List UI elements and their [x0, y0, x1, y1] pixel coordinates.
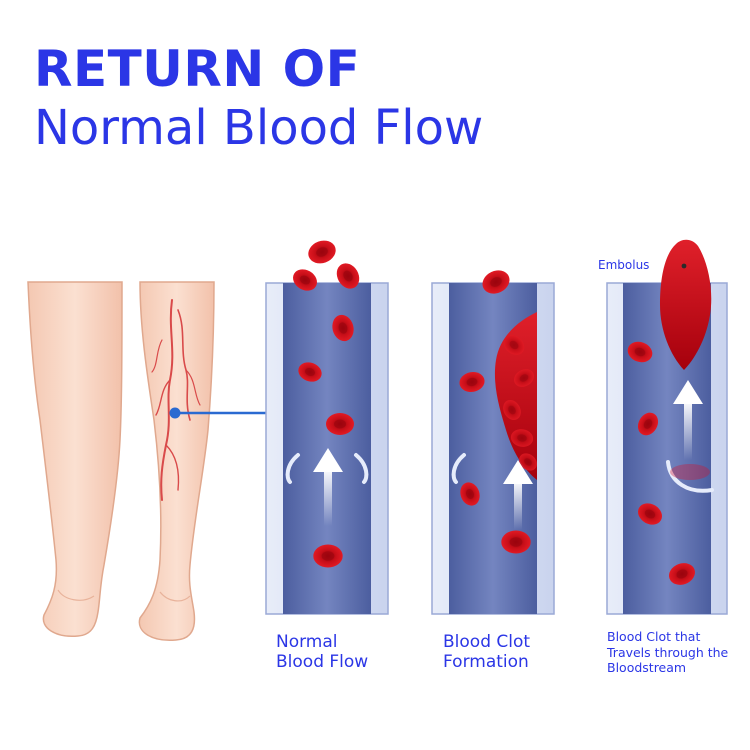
leg-pair-illustration: [27, 281, 268, 641]
caption-line: Blood Clot that: [607, 629, 701, 644]
caption-line: Bloodstream: [607, 660, 687, 676]
title-line-2: Normal Blood Flow: [34, 100, 484, 156]
caption-line: Blood Flow: [276, 652, 369, 673]
caption-blood-clot-formation: Blood Clot Formation: [443, 632, 530, 672]
vein-panel-normal: [265, 236, 389, 615]
caption-normal-blood-flow: Normal Blood Flow: [276, 632, 368, 672]
left-leg: [27, 281, 123, 637]
vein-panel-embolus: [606, 239, 728, 615]
vein-panel-clot: [431, 266, 555, 615]
right-leg: [138, 281, 215, 641]
flow-arrow-icon: [673, 380, 703, 460]
flow-arrow-icon: [313, 448, 343, 526]
embolus-icon: [660, 239, 712, 370]
title-line-1: RETURN OF: [34, 40, 361, 98]
caption-line: Blood Clot: [443, 632, 531, 652]
varicose-veins: [151, 299, 201, 501]
flow-arrow-icon: [503, 460, 533, 530]
vein-valve-icon: [285, 453, 300, 484]
caption-line: Formation: [443, 652, 529, 673]
caption-line: Normal: [276, 632, 338, 652]
caption-clot-travels: Blood Clot that Travels through the Bloo…: [607, 629, 728, 676]
caption-line: Travels through the: [607, 644, 729, 660]
embolus-label: Embolus: [598, 258, 650, 272]
